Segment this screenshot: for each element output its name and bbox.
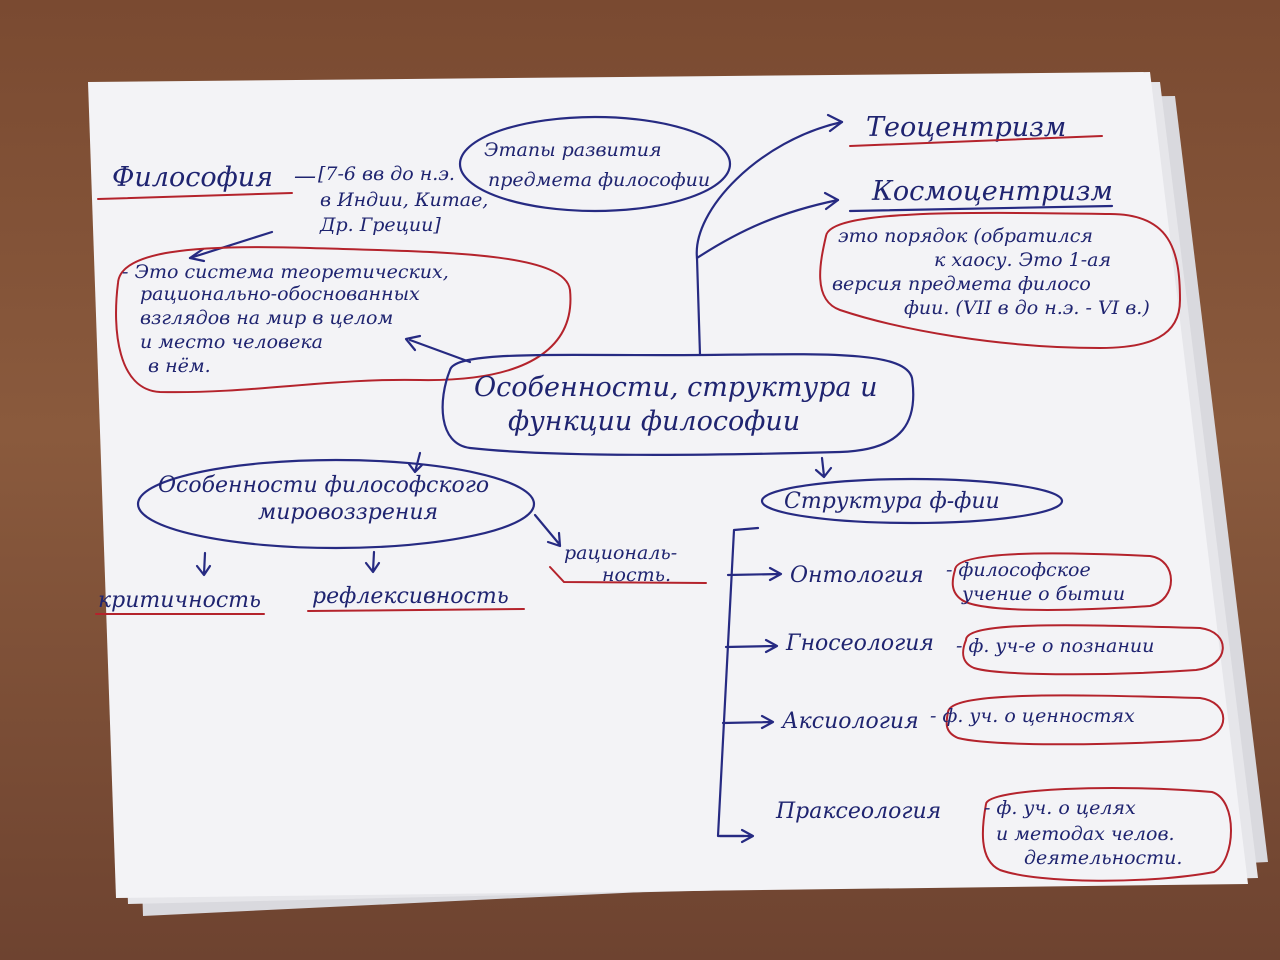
philosophy-dates-line-2: в Индии, Китае, [320,189,488,211]
arrow-to-ontology [726,566,783,582]
branch-ontology-term: Онтология [790,563,924,588]
branch-praxeology-def-line-2: и методах челов. [996,823,1175,845]
arrow-to-theocentrism [695,120,844,260]
definition-line-2: рационально-обоснованных [140,283,420,305]
branch-axiology-def-line-1: - ф. уч. о ценностях [930,705,1135,727]
arrow-to-praxeology [718,828,755,844]
branch-gnoseology-def-line-1: - ф. уч-е о познании [956,635,1154,657]
cosmocentrism-label: Космоцентризм [871,176,1113,207]
structure-ellipse [760,477,1064,525]
ontology-def-blob [951,552,1172,611]
definition-line-3: взглядов на мир в целом [140,307,393,329]
philosophy-title: Философия [112,162,273,193]
stages-label-line-1: Этапы развития [484,139,662,161]
feature-reflexivity: рефлексивность [312,584,509,609]
arrow-to-structure [814,456,833,479]
arrow-to-rationality [533,513,562,548]
philosophy-dash: — [294,164,316,189]
philosophy-dates-line-1: [7-6 вв до н.э. [318,163,455,185]
cosmocentrism-note-line-4: фии. (VII в до н.э. - VI в.) [904,297,1150,319]
rationality-underline [549,566,707,584]
cosmocentrism-note-line-1: это порядок (обратился [838,225,1093,247]
stages-label-line-2: предмета философии [488,169,710,191]
center-box [441,353,915,456]
features-label-line-1: Особенности философского [158,473,489,498]
feature-criticality: критичность [98,588,261,613]
arrow-to-gnoseology [724,638,779,654]
arrowhead-definition-from-center [404,334,422,352]
features-ellipse [136,458,536,550]
features-label-line-2: мировоззрения [258,500,438,525]
philosophy-dates-line-3: Др. Греции] [319,214,441,236]
arrow-to-axiology [721,714,775,730]
arrowhead-definition [188,247,206,263]
branch-praxeology-def-line-1: - ф. уч. о целях [984,797,1136,819]
cosmocentrism-note-blob [819,211,1182,350]
branch-axiology-term: Аксиология [780,709,919,734]
arrow-to-criticality [195,551,212,577]
arrow-to-cosmocentrism [695,198,840,260]
branch-praxeology-term: Праксеология [775,799,941,824]
feature-rationality-line-2: ность. [602,564,671,586]
center-label-line-2: функции философии [508,406,800,437]
center-label-line-1: Особенности, структура и [474,372,877,403]
branch-ontology-def-line-2: учение о бытии [961,583,1125,605]
theocentrism-underline [849,135,1103,147]
arrow-to-definition [188,230,274,260]
stem-center-to-stages [695,256,702,357]
branch-gnoseology-term: Гносеология [785,631,934,656]
philosophy-title-underline [97,192,293,200]
definition-line-4: и место человека [140,331,323,353]
stages-ellipse [458,115,732,213]
reflexivity-underline [307,608,525,612]
arrow-to-features [407,451,424,474]
paper-sheet [88,72,1248,898]
arrowhead-cosmocentrism [823,191,840,211]
cosmocentrism-note-line-2: к хаосу. Это 1-ая [934,249,1111,271]
feature-rationality-line-1: рациональ- [564,542,677,564]
arrowhead-theocentrism [826,113,844,133]
arrow-to-reflexivity [364,550,381,574]
definition-blob [115,246,572,394]
definition-line-1: - Это система теоретических, [122,261,449,283]
branch-ontology-def-line-1: - философское [946,559,1091,581]
gnoseology-def-blob [962,624,1224,676]
branch-praxeology-def-line-3: деятельности. [1024,847,1182,869]
axiology-def-blob [945,694,1225,746]
praxeology-def-blob [981,787,1232,882]
definition-line-5: в нём. [148,355,211,377]
structure-label: Структура ф-фии [784,489,1000,514]
cosmocentrism-note-line-3: версия предмета филосо [832,273,1091,295]
cosmocentrism-underline [848,204,1114,213]
arrow-to-definition-from-center [408,338,472,364]
